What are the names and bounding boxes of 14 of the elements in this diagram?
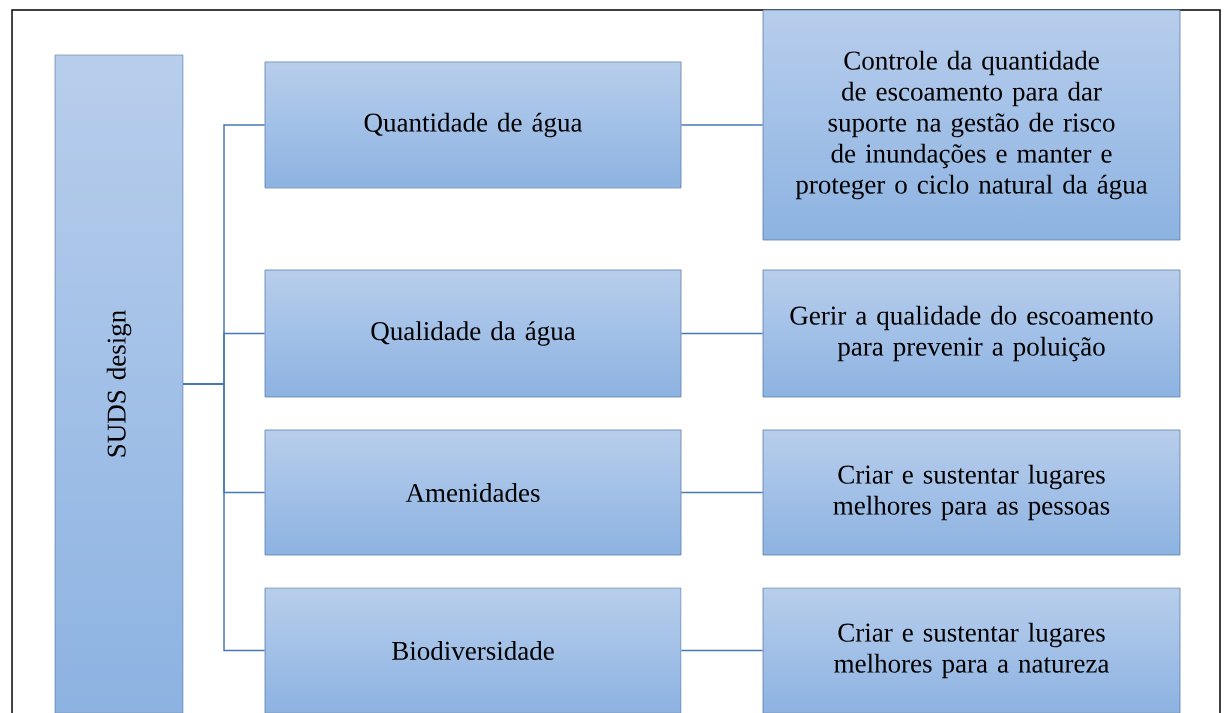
- vertical-box: SUDS design: [54, 54, 184, 713]
- process-box: Criar e sustentar lugares melhores para as pessoas: [762, 429, 1181, 556]
- connector-line: [680, 124, 764, 126]
- connector-line: [680, 491, 764, 494]
- process-box: Biodiversidade: [264, 587, 682, 713]
- connector-line: [680, 649, 764, 652]
- process-box: Gerir a qualidade do escoamento para prevenir a poluição: [762, 269, 1181, 398]
- connector-line: [680, 332, 764, 335]
- connector-line: [182, 383, 266, 652]
- process-box: Criar e sustentar lugares melhores para a natureza: [762, 587, 1181, 713]
- process-box: Controle da quantidade de escoamento para dar suporte na gestão de risco de inundações e manter e proteger o ciclo natural da água: [762, 9, 1181, 241]
- process-box: Quantidade de água: [264, 61, 682, 189]
- process-box: Qualidade da água: [264, 269, 682, 398]
- process-box: Amenidades: [264, 429, 682, 556]
